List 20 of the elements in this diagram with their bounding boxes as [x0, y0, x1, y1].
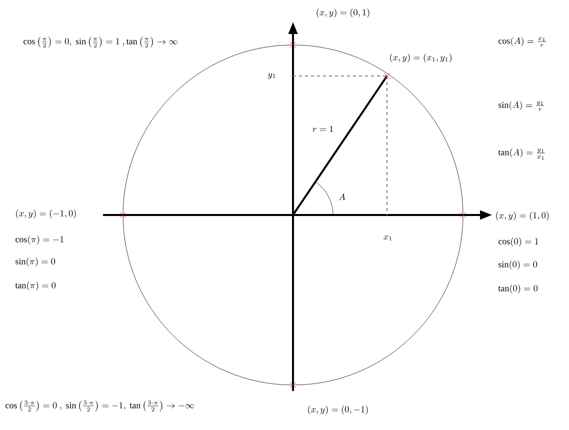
formula: $\sin(\pi)=0$ — [16, 257, 56, 266]
point-label: $(x,y)=(0,1)$ — [316, 8, 370, 18]
radius-label: $r=1$ — [312, 126, 333, 132]
angle-label: $A$ — [338, 194, 346, 200]
point-label: $(x,y)=(-1,0)$ — [16, 209, 76, 218]
formula: $\tan(\pi)=0$ — [15, 281, 56, 290]
formula: $\cos(0)=1$ — [498, 237, 538, 246]
formula: $\cos\left(\frac{\pi}{2}\right)=0,\ \sin\left(\frac{\pi}{2}\right)=1\ ,\tan\left(\frac{\pi}{2}\right)\to\infty$ — [24, 36, 178, 48]
axis-label: $x_1$ — [384, 235, 392, 240]
formula: $\cos(A)=\frac{x_1}{r}$ — [498, 37, 546, 47]
formula: $\sin(A)=\frac{y_1}{r}$ — [498, 101, 544, 111]
axis-label: $y_1$ — [268, 73, 276, 79]
point-label: $(x,y)=(x_1,y_1)$ — [390, 53, 452, 62]
point-label: $(x,y)=(1,0)$ — [496, 211, 549, 220]
formula: $\sin(0)=0$ — [498, 260, 538, 270]
formula: $\tan(0)=0$ — [498, 284, 538, 294]
formula: $\cos\left(\frac{3\cdot\pi}{2}\right)=0\ ,\ \sin\left(\frac{3\cdot\pi}{2}\right)=-1,\ \tan\left(\frac{3\cdot\pi}{2}\right)\to-\infty$ — [6, 400, 194, 412]
point-label: $(x,y)=(0,-1)$ — [308, 405, 368, 414]
formula: $\cos(\pi)=-1$ — [16, 235, 64, 244]
formula: $\tan(A)=\frac{y_1}{x_1}$ — [498, 148, 545, 160]
